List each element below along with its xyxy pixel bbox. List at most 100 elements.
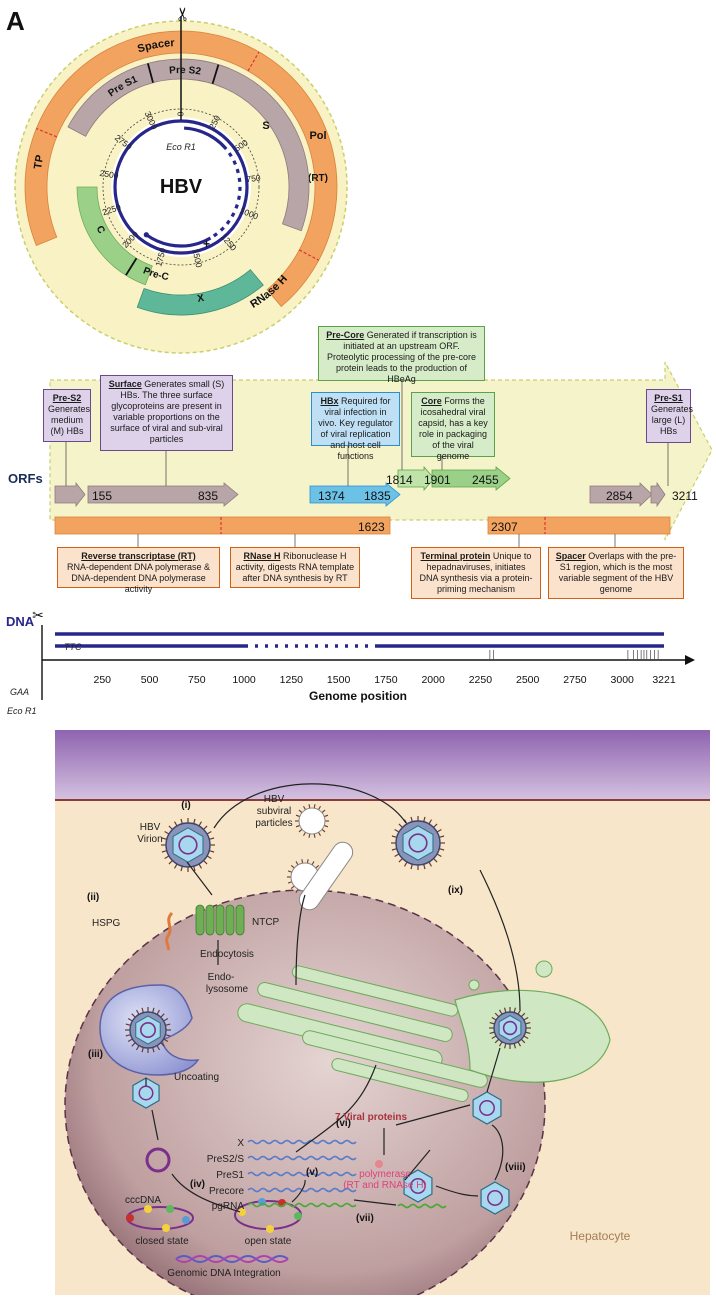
hbv-virion-entry-spike	[168, 825, 173, 830]
endosomal-virion-spike	[156, 1009, 161, 1015]
eco-bottom-label: Eco R1	[7, 706, 37, 716]
ring-label-pol: Pol	[309, 130, 326, 142]
arrow-mature-up	[491, 1124, 504, 1181]
orf-pol-bar-2	[487, 516, 671, 535]
hbv-virion-release-spike	[428, 861, 433, 867]
callout-rt: Reverse transcriptase (RT) RNA-dependent…	[57, 547, 220, 594]
inner-tick-750: 750	[246, 173, 261, 184]
hbv-virion-release-capsid	[402, 825, 434, 861]
genome-axis-arrowhead	[685, 655, 695, 665]
hbv-virion-entry-spike	[161, 850, 167, 853]
maturing-virion-spike	[523, 1016, 529, 1021]
step-ii: (ii)	[87, 892, 99, 903]
ttc-label: TTC	[64, 642, 82, 652]
orf-num-2455: 2455	[472, 473, 499, 487]
subviral-label-1: HBV	[264, 794, 285, 805]
subviral-filament	[298, 841, 354, 911]
subviral-particle-1-spike	[324, 814, 329, 818]
maturing-virion	[489, 1007, 531, 1049]
endosomal-virion-spike	[160, 1042, 165, 1047]
arrow-rcdna-to-cccdna	[171, 1173, 241, 1213]
subviral-particle-1-spike	[308, 804, 311, 809]
callout-spacer: Spacer Overlaps with the pre-S1 region, …	[548, 547, 684, 599]
endoplasmic-reticulum	[237, 960, 611, 1102]
hbv-virion-release-spike	[423, 816, 426, 822]
polymerase-dot	[375, 1160, 383, 1168]
orf-num-2854: 2854	[606, 489, 633, 503]
hbv-virion-entry-spike	[198, 863, 203, 869]
callout-rt-text: RNA-dependent DNA polymerase & DNA-depen…	[66, 562, 211, 594]
arrow-to-mature	[435, 1185, 479, 1197]
axis-tick-250: 250	[94, 674, 112, 686]
subviral-particle-1	[295, 804, 329, 838]
hbv-virion-entry-spike	[180, 866, 183, 872]
subviral-particle-2-spike	[295, 888, 299, 893]
transcript-wave-1	[247, 1155, 357, 1161]
subviral-particle-1-spike	[298, 828, 303, 833]
axis-tick-500: 500	[141, 674, 159, 686]
hbv-virion-release-spike	[410, 864, 413, 870]
maturing-virion-spike	[489, 1031, 495, 1035]
axis-tick-1500: 1500	[327, 674, 351, 686]
assembled-capsid-top-dna	[479, 1100, 495, 1116]
er-cisterna-1	[257, 982, 453, 1042]
integration-helix-b	[175, 1255, 289, 1263]
arrow-to-er	[295, 1064, 377, 1153]
step-vi: (vi)	[336, 1118, 351, 1129]
endosomal-virion-spike	[152, 1047, 155, 1053]
hbv-virion-release-spike	[403, 861, 408, 867]
subviral-label-3: particles	[255, 818, 292, 829]
arrow-pgrna-to-capsid	[404, 1149, 431, 1181]
step-ix: (ix)	[448, 885, 463, 896]
endosomal-virion	[125, 1007, 171, 1053]
pgrna-capsid-dna	[410, 1178, 426, 1194]
hbv-virion-release-spike	[433, 858, 438, 863]
er-cisterna-3	[302, 1030, 488, 1088]
endosomal-virion-spike	[141, 1047, 144, 1053]
orf-num-1814: 1814	[386, 473, 413, 487]
polymerase-label-1: polymerase	[359, 1169, 411, 1180]
endolysosome-label-1: Endo-	[208, 972, 235, 983]
callout-hbx-title: HBx	[320, 396, 339, 406]
orf-num-1901: 1901	[424, 473, 451, 487]
gaa-label: GAA	[10, 687, 29, 697]
endosomal-virion-spike	[127, 1017, 133, 1022]
hbv-virion-entry-spike	[173, 821, 178, 827]
maturing-virion-spike	[513, 1043, 517, 1049]
callout-pres1-title: Pre-S1	[654, 393, 683, 403]
callout-core-title: Core	[421, 396, 442, 406]
cccdna-protein-3	[182, 1216, 190, 1224]
hbv-virion-release-spike	[428, 819, 433, 825]
callout-rt-title: Reverse transcriptase (RT)	[81, 551, 196, 561]
orf-x-arrow	[309, 482, 401, 507]
callout-precore: Pre-Core Generated if transcription is i…	[318, 326, 485, 384]
hbv-virion-entry-spike	[164, 830, 170, 835]
hbv-virion-entry-spike	[203, 825, 208, 830]
endosomal-virion-spike	[163, 1038, 169, 1043]
callout-hbx-text: Required for viral infection in vivo. Ke…	[318, 396, 393, 461]
hbv-virion-release-spike	[391, 835, 397, 838]
axis-tick-3221: 3221	[652, 674, 676, 686]
inner-tick-2500: 2500	[99, 168, 120, 181]
orf-core-arrow	[431, 466, 511, 491]
hbv-virion-release-spike	[433, 823, 438, 828]
cccdna-protein-4	[162, 1224, 170, 1232]
transcript-label-3: Precore	[209, 1186, 244, 1197]
hbv-virion-label-1: HBV	[140, 822, 161, 833]
hbv-virion-release-spike	[436, 828, 442, 833]
callout-pres2: Pre-S2 Generates medium (M) HBs	[43, 389, 91, 442]
cccdna-protein-9	[266, 1225, 274, 1233]
orf-pres2-arrow	[54, 481, 86, 508]
open-state-label: open state	[245, 1236, 292, 1247]
ntcp-helix-1	[205, 904, 215, 936]
eco-r1-label: Eco R1	[166, 142, 196, 152]
step-v: (v)	[306, 1167, 318, 1178]
step-vii: (vii)	[356, 1213, 374, 1224]
maturing-virion-spike	[513, 1007, 517, 1013]
ring-label-tp: TP	[32, 154, 46, 170]
hbv-virion-release-spike	[391, 848, 397, 851]
transcript-label-1: PreS2/S	[207, 1154, 245, 1165]
callout-tp-text: Unique to hepadnaviruses, initiates DNA …	[419, 551, 533, 594]
callout-core-text: Forms the icosahedral viral capsid, has …	[418, 396, 488, 461]
vesicle-1	[535, 960, 553, 978]
